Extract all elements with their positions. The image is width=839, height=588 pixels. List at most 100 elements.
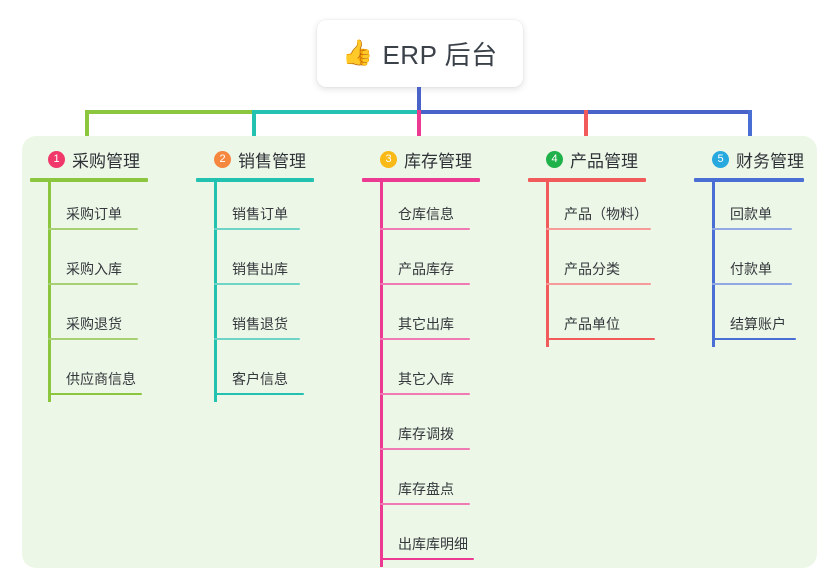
branch-badge-2: 2: [214, 150, 231, 168]
leaf-label: 销售订单: [232, 206, 288, 222]
leaf-rule: [214, 228, 300, 230]
root-node-label: ERP 后台: [382, 40, 498, 70]
branch-rule-5: [694, 178, 804, 182]
branch-column-3: 3 库存管理仓库信息产品库存其它出库其它入库库存调拨库存盘点出库库明细: [362, 146, 480, 567]
list-item[interactable]: 采购入库: [30, 237, 148, 292]
list-item[interactable]: 销售出库: [196, 237, 314, 292]
branch-spine-5: [712, 182, 715, 347]
branch-rule-4: [528, 178, 646, 182]
thumbs-up-icon: 👍: [342, 39, 374, 67]
branch-spine-4: [546, 182, 549, 347]
list-item[interactable]: 供应商信息: [30, 347, 148, 402]
branch-column-5: 5 财务管理回款单付款单结算账户: [694, 146, 804, 347]
leaf-rule: [48, 228, 138, 230]
list-item[interactable]: 产品库存: [362, 237, 480, 292]
list-item[interactable]: 产品（物料）: [528, 182, 651, 237]
leaf-label: 库存盘点: [398, 481, 454, 497]
branch-header-5[interactable]: 5 财务管理: [694, 146, 804, 172]
branch-items-5: 回款单付款单结算账户: [694, 182, 804, 347]
branch-header-1[interactable]: 1 采购管理: [30, 146, 148, 172]
list-item[interactable]: 仓库信息: [362, 182, 480, 237]
bar-segment-blue: [417, 110, 750, 114]
branches-panel: [22, 136, 817, 568]
leaf-label: 其它入库: [398, 371, 454, 387]
branch-badge-4: 4: [546, 150, 563, 168]
leaf-label: 结算账户: [730, 316, 786, 332]
leaf-rule: [712, 338, 796, 340]
drop-inventory: [417, 110, 421, 138]
leaf-label: 库存调拨: [398, 426, 454, 442]
leaf-rule: [380, 503, 470, 505]
list-item[interactable]: 采购订单: [30, 182, 148, 237]
leaf-label: 供应商信息: [66, 371, 136, 387]
leaf-rule: [214, 338, 300, 340]
leaf-label: 出库库明细: [398, 536, 468, 552]
drop-sales: [252, 110, 256, 138]
leaf-rule: [546, 283, 651, 285]
leaf-label: 产品库存: [398, 261, 454, 277]
leaf-rule: [48, 283, 138, 285]
list-item[interactable]: 出库库明细: [362, 512, 480, 567]
list-item[interactable]: 产品分类: [528, 237, 651, 292]
leaf-label: 仓库信息: [398, 206, 454, 222]
list-item[interactable]: 其它出库: [362, 292, 480, 347]
branch-rule-2: [196, 178, 314, 182]
branch-header-3[interactable]: 3 库存管理: [362, 146, 480, 172]
branch-header-2[interactable]: 2 销售管理: [196, 146, 314, 172]
drop-product: [584, 110, 588, 138]
list-item[interactable]: 库存盘点: [362, 457, 480, 512]
leaf-label: 产品分类: [564, 261, 620, 277]
leaf-rule: [546, 338, 655, 340]
leaf-rule: [712, 283, 792, 285]
list-item[interactable]: 销售退货: [196, 292, 314, 347]
root-node[interactable]: 👍 ERP 后台: [317, 20, 523, 87]
branch-badge-3: 3: [380, 150, 397, 168]
branch-title-5: 财务管理: [736, 151, 804, 171]
leaf-rule: [214, 283, 300, 285]
leaf-rule: [380, 558, 474, 560]
leaf-label: 客户信息: [232, 371, 288, 387]
leaf-label: 采购订单: [66, 206, 122, 222]
branch-title-1: 采购管理: [72, 151, 140, 171]
list-item[interactable]: 产品单位: [528, 292, 655, 347]
list-item[interactable]: 采购退货: [30, 292, 148, 347]
list-item[interactable]: 其它入库: [362, 347, 480, 402]
bar-segment-teal: [252, 110, 419, 114]
leaf-rule: [380, 448, 470, 450]
leaf-label: 销售退货: [232, 316, 288, 332]
branch-items-4: 产品（物料） 产品分类产品单位: [528, 182, 655, 347]
leaf-label: 回款单: [730, 206, 772, 222]
branch-rule-1: [30, 178, 148, 182]
leaf-label: 产品单位: [564, 316, 620, 332]
branch-column-1: 1 采购管理采购订单采购入库采购退货供应商信息: [30, 146, 148, 402]
list-item[interactable]: 回款单: [694, 182, 804, 237]
branch-spine-2: [214, 182, 217, 402]
leaf-label: 产品（物料）: [564, 206, 648, 222]
leaf-rule: [546, 228, 651, 230]
leaf-rule: [48, 393, 142, 395]
leaf-rule: [380, 338, 470, 340]
drop-purchasing: [85, 110, 89, 138]
branch-title-3: 库存管理: [404, 151, 472, 171]
branch-badge-1: 1: [48, 150, 65, 168]
branch-title-2: 销售管理: [238, 151, 306, 171]
leaf-rule: [712, 228, 792, 230]
branch-badge-5: 5: [712, 150, 729, 168]
branch-items-3: 仓库信息产品库存其它出库其它入库库存调拨库存盘点出库库明细: [362, 182, 480, 567]
leaf-rule: [380, 283, 470, 285]
bar-segment-green: [85, 110, 254, 114]
list-item[interactable]: 付款单: [694, 237, 804, 292]
branch-column-2: 2 销售管理销售订单销售出库销售退货客户信息: [196, 146, 314, 402]
list-item[interactable]: 客户信息: [196, 347, 314, 402]
branch-rule-3: [362, 178, 480, 182]
branch-spine-1: [48, 182, 51, 402]
leaf-label: 付款单: [730, 261, 772, 277]
leaf-rule: [380, 393, 470, 395]
list-item[interactable]: 库存调拨: [362, 402, 480, 457]
list-item[interactable]: 销售订单: [196, 182, 314, 237]
leaf-label: 其它出库: [398, 316, 454, 332]
list-item[interactable]: 结算账户: [694, 292, 804, 347]
